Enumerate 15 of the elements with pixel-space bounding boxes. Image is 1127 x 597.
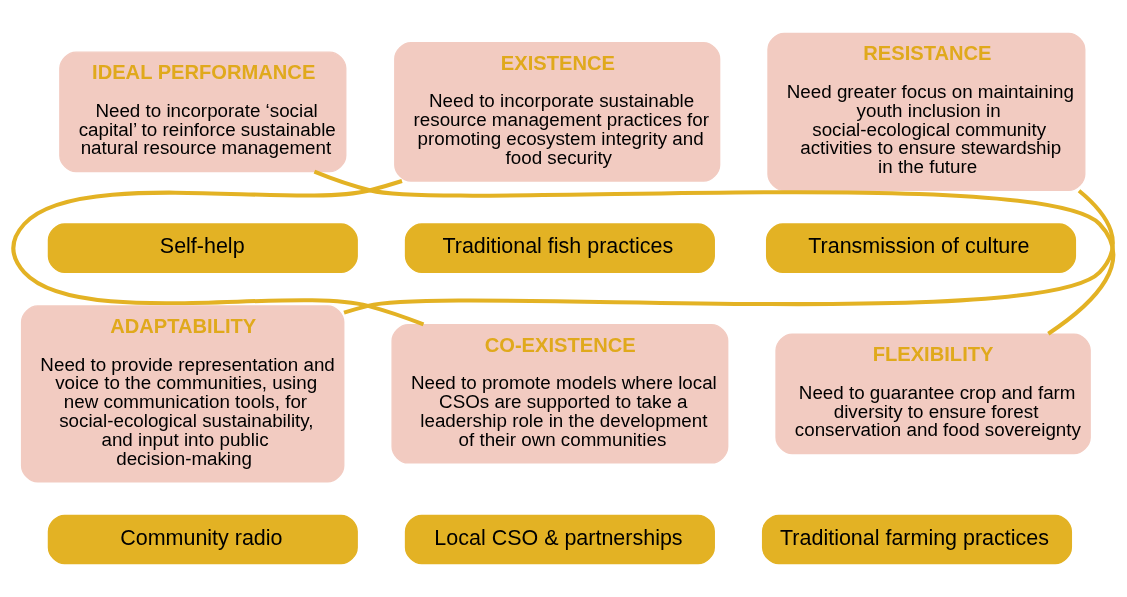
node-box: Traditional fish practices — [404, 223, 715, 273]
node-box: Community radio — [47, 514, 358, 565]
node-box: Traditional farming practices — [761, 514, 1073, 565]
node-box: Transmission of culture — [765, 223, 1077, 273]
connector — [343, 189, 1115, 315]
node-box: FLEXIBILITY Need to guarantee crop and farm diversity to ensure forest conservation and food sovereignty — [775, 333, 1091, 455]
node-box: Local CSO & partnerships — [404, 514, 715, 565]
node-box: ADAPTABILITY Need to provide representation and voice to the communities, using new communication tools, for social-ecological sustainability, and input into public decision-making — [20, 305, 345, 483]
node-box: EXISTENCE Need to incorporate sustainable resource management practices for promoting ecosystem integrity and food security — [394, 42, 721, 182]
node-box: Self-help — [47, 223, 358, 273]
connector — [313, 169, 1116, 336]
node-box: CO-EXISTENCE Need to promote models where local CSOs are supported to take a leadership role in the development of their own communities — [391, 324, 729, 464]
node-box: IDEAL PERFORMANCE Need to incorporate ‘social capital’ to reinforce sustainable natural resource management — [59, 51, 347, 173]
node-box: RESISTANCE Need greater focus on maintaining youth inclusion in social-ecological community activities to ensure stewardship in the future — [767, 32, 1086, 192]
connector — [11, 179, 425, 327]
